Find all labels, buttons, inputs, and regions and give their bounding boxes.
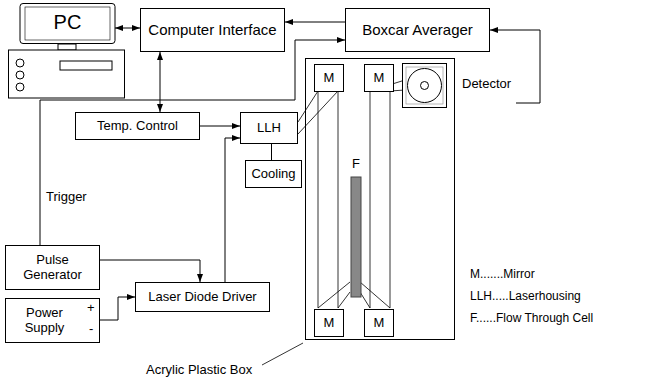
laser-beam xyxy=(318,91,319,308)
node-label: Boxcar Averager xyxy=(362,21,473,38)
node-label: M xyxy=(324,316,335,331)
key-entry: M.......Mirror xyxy=(470,268,535,282)
signal-line xyxy=(271,144,272,160)
node-label: Detector xyxy=(462,77,511,92)
laser-beam xyxy=(390,91,391,308)
flow-cell: F xyxy=(344,157,368,307)
process-box: Temp. Control xyxy=(75,112,200,140)
node-label: F xyxy=(344,157,368,172)
signal-name: Trigger xyxy=(46,190,87,205)
mirror-box: M xyxy=(364,64,394,92)
laser-beam xyxy=(338,292,350,308)
laser-beam xyxy=(298,91,318,122)
computer-icon: PC xyxy=(8,3,126,100)
node-label: M xyxy=(374,316,385,331)
signal-line xyxy=(115,28,140,29)
signal-line xyxy=(160,52,161,112)
key-entry: F......Flow Through Cell xyxy=(470,312,593,326)
process-box: Pulse Generator xyxy=(5,245,100,290)
signal-line xyxy=(285,22,345,23)
node-label: Temp. Control xyxy=(97,119,178,134)
power-supply: Power Supply xyxy=(5,298,100,343)
laser-beam xyxy=(338,91,339,308)
key-entry: LLH.....Laserhousing xyxy=(470,290,581,304)
node-label: M xyxy=(324,71,335,86)
node-label: Pulse Generator xyxy=(18,253,87,283)
process-box: Boxcar Averager xyxy=(345,8,490,52)
signal-line xyxy=(100,297,135,320)
detector: Detector xyxy=(402,63,516,109)
terminal-plus: + xyxy=(87,301,95,316)
node-label: PC xyxy=(20,11,115,34)
signal-line xyxy=(100,260,200,282)
node-label: Power Supply xyxy=(10,306,79,336)
laser-housing: LLH xyxy=(240,112,298,144)
node-label: Computer Interface xyxy=(148,21,276,38)
node-label: Laser Diode Driver xyxy=(148,290,256,305)
mirror-box: M xyxy=(314,309,344,337)
signal-line xyxy=(490,30,540,103)
laser-beam xyxy=(318,282,350,308)
node-label: LLH xyxy=(257,121,281,136)
detector-symbol xyxy=(402,63,448,109)
terminal-minus: - xyxy=(89,322,93,337)
laser-beam xyxy=(360,282,390,308)
process-box: Cooling xyxy=(245,160,302,188)
leader-line xyxy=(262,343,303,365)
signal-line xyxy=(225,138,240,282)
flow-cell-bar xyxy=(344,157,368,307)
process-box: Computer Interface xyxy=(140,8,285,52)
signal-line xyxy=(200,126,240,127)
mirror-box: M xyxy=(314,64,344,92)
node-label: Cooling xyxy=(251,167,295,182)
process-box: Laser Diode Driver xyxy=(135,282,270,312)
laser-beam xyxy=(370,91,371,308)
acrylic-box: MMDetectorFMMAcrylic Plastic Box xyxy=(305,58,455,340)
node-label: Acrylic Plastic Box xyxy=(146,363,252,378)
node-label: M xyxy=(374,71,385,86)
mirror-box: M xyxy=(364,309,394,337)
